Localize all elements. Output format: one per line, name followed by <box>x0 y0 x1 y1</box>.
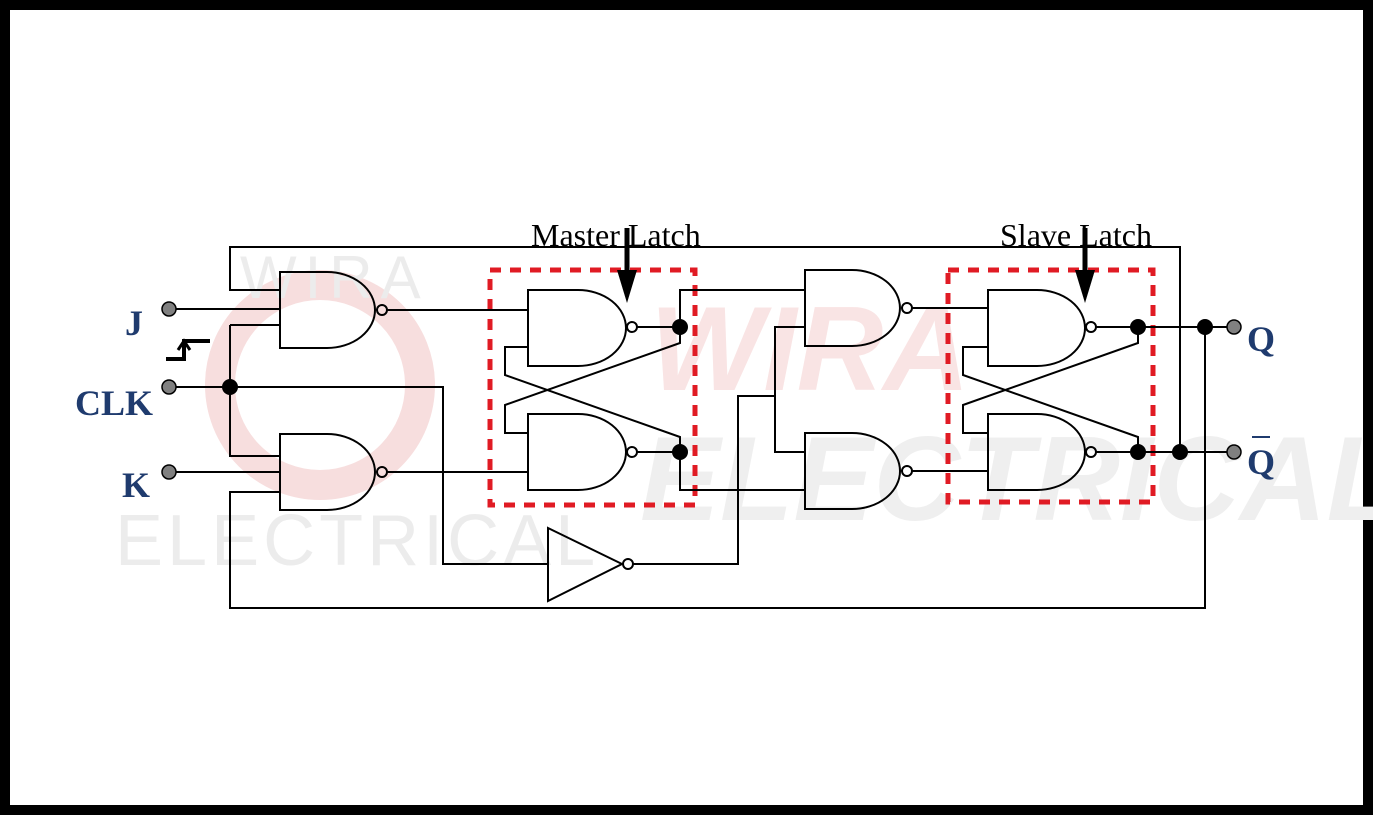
input-clk-label: CLK <box>75 383 153 423</box>
junction-master-top <box>672 319 688 335</box>
nand-gate-j <box>279 271 376 349</box>
watermark-small-line1: WIRA <box>240 244 429 311</box>
slave-gate-nand-top <box>804 269 901 347</box>
wire-clk-to-gates <box>229 324 280 457</box>
slave-nand-top <box>987 289 1086 367</box>
junction-clk <box>222 379 238 395</box>
slave-cross-bottom <box>962 346 1139 452</box>
junction-master-bottom <box>672 444 688 460</box>
watermark-big-line1: WIRA <box>650 282 970 416</box>
master-nand-bottom <box>527 413 627 491</box>
junction-qbar-feedback <box>1172 444 1188 460</box>
output-q-label: Q <box>1247 319 1275 359</box>
output-qbar-label: Q <box>1247 442 1275 482</box>
terminal-j <box>161 301 177 317</box>
terminal-clk <box>161 379 177 395</box>
watermark: WIRA ELECTRICAL WIRA ELECTRICAL <box>115 244 1373 581</box>
terminals <box>161 301 1242 480</box>
wire-master-to-slavegate-top <box>679 289 805 327</box>
master-latch-box <box>487 267 698 508</box>
terminal-k <box>161 464 177 480</box>
junction-slave-top <box>1130 319 1146 335</box>
nand-gate-k <box>279 433 376 511</box>
wire-clk <box>176 386 548 565</box>
master-latch-label: Master Latch <box>531 217 701 253</box>
slave-cross-top <box>962 327 1139 434</box>
slave-latch-label: Slave Latch <box>1000 217 1152 253</box>
slave-gate-nand-bottom <box>804 432 901 510</box>
slave-latch-box <box>945 267 1156 505</box>
wire-master-to-slavegate-bottom <box>679 452 805 491</box>
junction-q-feedback <box>1197 319 1213 335</box>
junction-dots <box>222 319 1213 460</box>
slave-nand-bottom <box>987 413 1086 491</box>
circuit <box>166 228 1232 609</box>
master-cross-bottom <box>504 346 681 452</box>
terminal-qbar <box>1226 444 1242 460</box>
input-j-label: J <box>125 303 143 343</box>
master-nand-top <box>527 289 627 367</box>
slave-latch-arrowhead-icon <box>1075 270 1095 303</box>
watermark-logo-icon <box>205 270 435 500</box>
feedback-qbar-to-j <box>229 246 1181 452</box>
master-cross-top <box>504 327 681 434</box>
rising-edge-arrow-icon <box>176 338 192 351</box>
input-k-label: K <box>122 465 150 505</box>
junction-slave-bottom <box>1130 444 1146 460</box>
terminal-q <box>1226 319 1242 335</box>
watermark-small-line2: ELECTRICAL <box>115 501 599 581</box>
feedback-q-to-k <box>229 327 1206 609</box>
wire-inverted-clock <box>633 326 805 565</box>
rising-edge-icon <box>166 339 210 361</box>
watermark-big-line2: ELECTRICAL <box>640 412 1373 546</box>
master-latch-arrowhead-icon <box>617 270 637 303</box>
